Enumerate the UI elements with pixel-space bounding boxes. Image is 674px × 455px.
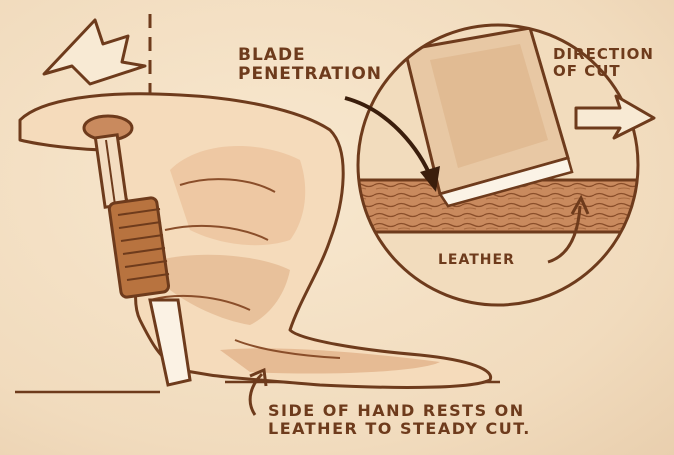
blade-penetration-label: BLADE PENETRATION	[238, 46, 382, 84]
hand-rest-note: SIDE OF HAND RESTS ON LEATHER TO STEADY …	[268, 402, 531, 438]
leather-label: LEATHER	[438, 253, 515, 269]
direction-of-cut-label: DIRECTION OF CUT	[553, 46, 654, 80]
arrow-up-left-icon	[44, 20, 145, 84]
